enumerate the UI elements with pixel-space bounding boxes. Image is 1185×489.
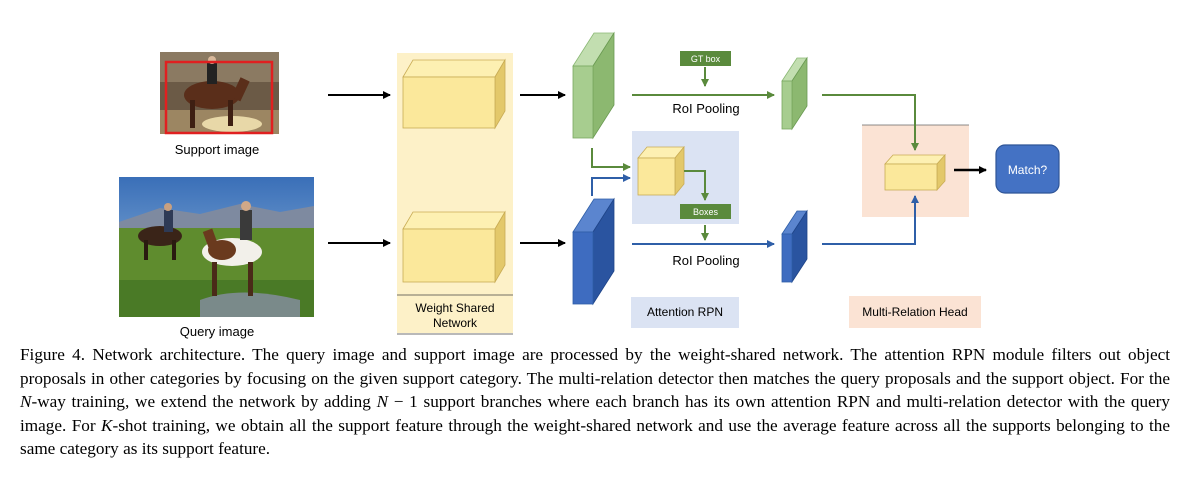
query-image-label: Query image (180, 324, 254, 339)
weight-shared-label-line1: Weight Shared (415, 301, 494, 315)
query-to-head-arrow (822, 195, 919, 245)
attention-rpn-cube (637, 145, 685, 197)
pooled-support-feature (781, 56, 808, 131)
pooled-query-feature (781, 209, 808, 284)
support-feature-map (572, 31, 615, 140)
support-to-rpn-arrow (591, 148, 631, 171)
query-to-rpn-arrow (591, 174, 631, 196)
multi-relation-cube (884, 153, 946, 192)
match-label: Match? (1008, 163, 1048, 177)
match-box (995, 144, 1060, 194)
gt-box-tag (680, 51, 731, 66)
support-backbone-cube (402, 58, 506, 130)
multi-relation-head-label: Multi-Relation Head (862, 305, 967, 319)
boxes-label: Boxes (693, 207, 719, 217)
figure-caption: Figure 4. Network architecture. The quer… (20, 345, 1171, 459)
query-image (119, 177, 314, 317)
rpn-to-boxes-arrow (684, 170, 709, 201)
multi-relation-head-label-bg (849, 296, 981, 328)
boxes-tag (680, 204, 731, 219)
weight-shared-label-line2: Network (433, 316, 478, 330)
support-image-label: Support image (175, 142, 260, 157)
roi-pooling-bottom-label: RoI Pooling (672, 253, 739, 268)
query-backbone-cube (402, 210, 506, 284)
roi-pooling-top-label: RoI Pooling (672, 101, 739, 116)
gt-box-label: GT box (691, 54, 721, 64)
support-image (160, 52, 279, 135)
network-architecture-diagram: Support image Query image Weight Shared (119, 31, 1060, 339)
support-to-head-arrow (822, 94, 919, 151)
attention-rpn-label: Attention RPN (647, 305, 723, 319)
attention-rpn-label-bg (631, 297, 739, 328)
query-feature-map (572, 197, 615, 306)
